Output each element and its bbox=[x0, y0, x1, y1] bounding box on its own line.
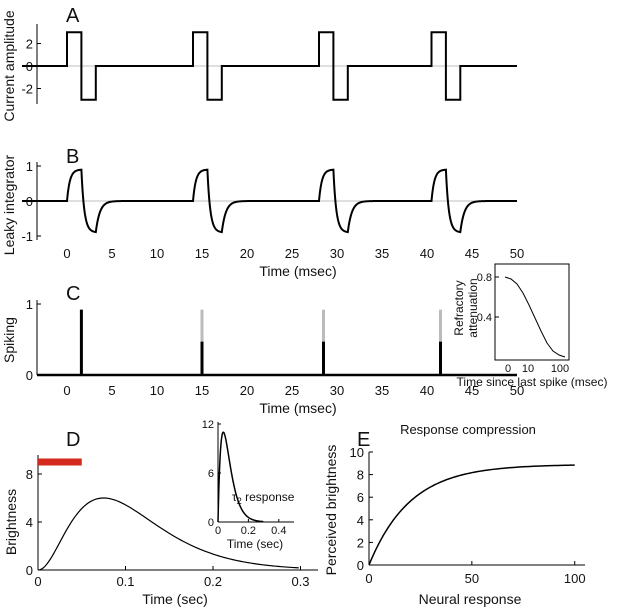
inset-d-xlabel: Time (sec) bbox=[227, 537, 283, 551]
ytick-label-c: 0 bbox=[26, 368, 33, 383]
xtick-label-d: 0.3 bbox=[291, 574, 309, 589]
inset-d-ytick-label: 0 bbox=[208, 517, 214, 529]
series-leaky bbox=[22, 168, 517, 234]
inset-d-xtick-label: 0.4 bbox=[271, 525, 286, 537]
inset-c-ytick-label: 0.8 bbox=[477, 272, 492, 284]
ylabel-e: Perceived brightness bbox=[323, 445, 339, 576]
ytick-label-d: 0 bbox=[26, 563, 33, 578]
inset-d-label: τ2 response bbox=[232, 490, 295, 506]
xtick-label-e: 50 bbox=[465, 571, 479, 586]
ylabel-a: Current amplitude bbox=[1, 10, 17, 121]
xtick-label-b: 20 bbox=[240, 246, 254, 261]
inset-d-xtick-label: 0.2 bbox=[241, 525, 256, 537]
inset-d-ytick-label: 6 bbox=[208, 468, 214, 480]
xtick-label-b: 25 bbox=[285, 246, 299, 261]
ytick-label-e: 2 bbox=[357, 535, 364, 550]
inset-d-xtick-label: 0 bbox=[215, 525, 221, 537]
inset-d-label-rest: response bbox=[242, 490, 295, 504]
ytick-label-d: 4 bbox=[26, 515, 33, 530]
inset-c-xlabel: Time since last spike (msec) bbox=[457, 375, 608, 389]
panel-label-b: B bbox=[66, 146, 79, 168]
xtick-label-c: 0 bbox=[63, 383, 70, 398]
xtick-label-b: 10 bbox=[150, 246, 164, 261]
inset-c-curve bbox=[504, 276, 566, 358]
ytick-label-e: 10 bbox=[350, 445, 364, 460]
inset-c-ylabel-line1: Refractory bbox=[452, 280, 466, 335]
inset-c-xtick-label: 0 bbox=[505, 363, 511, 375]
panel-label-c: C bbox=[66, 283, 80, 305]
series-current bbox=[22, 31, 517, 101]
xtick-label-d: 0 bbox=[34, 574, 41, 589]
ytick-label-d: 8 bbox=[26, 467, 33, 482]
panel-label-d: D bbox=[66, 429, 80, 451]
ylabel-d: Brightness bbox=[3, 489, 19, 555]
ytick-label-b: -1 bbox=[21, 229, 33, 244]
inset-d-tau: τ bbox=[232, 490, 237, 504]
inset-c-xtick-label: 10 bbox=[522, 363, 534, 375]
xtick-label-b: 40 bbox=[420, 246, 434, 261]
ytick-label-a: -2 bbox=[21, 82, 33, 97]
xlabel-d: Time (sec) bbox=[142, 591, 208, 607]
xtick-label-c: 40 bbox=[420, 383, 434, 398]
series-compression bbox=[368, 464, 575, 566]
title-e: Response compression bbox=[400, 422, 536, 437]
xtick-label-b: 50 bbox=[510, 246, 524, 261]
inset-c-ytick-label: 0.4 bbox=[477, 312, 492, 324]
xtick-label-c: 5 bbox=[108, 383, 115, 398]
ytick-label-e: 6 bbox=[357, 490, 364, 505]
inset-c-xtick-label: 100 bbox=[551, 363, 569, 375]
xtick-label-c: 35 bbox=[375, 383, 389, 398]
panel-label-e: E bbox=[357, 429, 370, 451]
xtick-label-b: 5 bbox=[108, 246, 115, 261]
xtick-label-c: 15 bbox=[195, 383, 209, 398]
inset-c-ylabel-line2: attenuation bbox=[466, 278, 480, 337]
xlabel-c: Time (msec) bbox=[259, 400, 336, 416]
xtick-label-b: 0 bbox=[63, 246, 70, 261]
xlabel-b: Time (msec) bbox=[259, 263, 336, 279]
inset-d-curve bbox=[217, 431, 264, 523]
xtick-label-e: 100 bbox=[564, 571, 586, 586]
ytick-label-c: 1 bbox=[26, 297, 33, 312]
xtick-label-c: 50 bbox=[510, 383, 524, 398]
ytick-label-b: 1 bbox=[26, 159, 33, 174]
ytick-label-e: 4 bbox=[357, 513, 364, 528]
xtick-label-c: 20 bbox=[240, 383, 254, 398]
xtick-label-e: 0 bbox=[365, 571, 372, 586]
xtick-label-b: 15 bbox=[195, 246, 209, 261]
xtick-label-c: 10 bbox=[150, 383, 164, 398]
xtick-label-c: 30 bbox=[330, 383, 344, 398]
xlabel-e: Neural response bbox=[419, 591, 522, 607]
series-brightness bbox=[37, 497, 299, 571]
ytick-label-e: 8 bbox=[357, 468, 364, 483]
xtick-label-b: 45 bbox=[465, 246, 479, 261]
xtick-label-b: 35 bbox=[375, 246, 389, 261]
ylabel-b: Leaky integrator bbox=[1, 154, 17, 255]
inset-d-tau-sub: 2 bbox=[237, 496, 242, 506]
ytick-label-e: 0 bbox=[357, 558, 364, 573]
xtick-label-c: 45 bbox=[465, 383, 479, 398]
ytick-label-a: 2 bbox=[26, 37, 33, 52]
panel-label-a: A bbox=[66, 5, 80, 27]
ylabel-c: Spiking bbox=[1, 317, 17, 363]
xtick-label-c: 25 bbox=[285, 383, 299, 398]
xtick-label-d: 0.2 bbox=[204, 574, 222, 589]
xtick-label-b: 30 bbox=[330, 246, 344, 261]
inset-d-ytick-label: 12 bbox=[202, 419, 214, 431]
xtick-label-d: 0.1 bbox=[116, 574, 134, 589]
